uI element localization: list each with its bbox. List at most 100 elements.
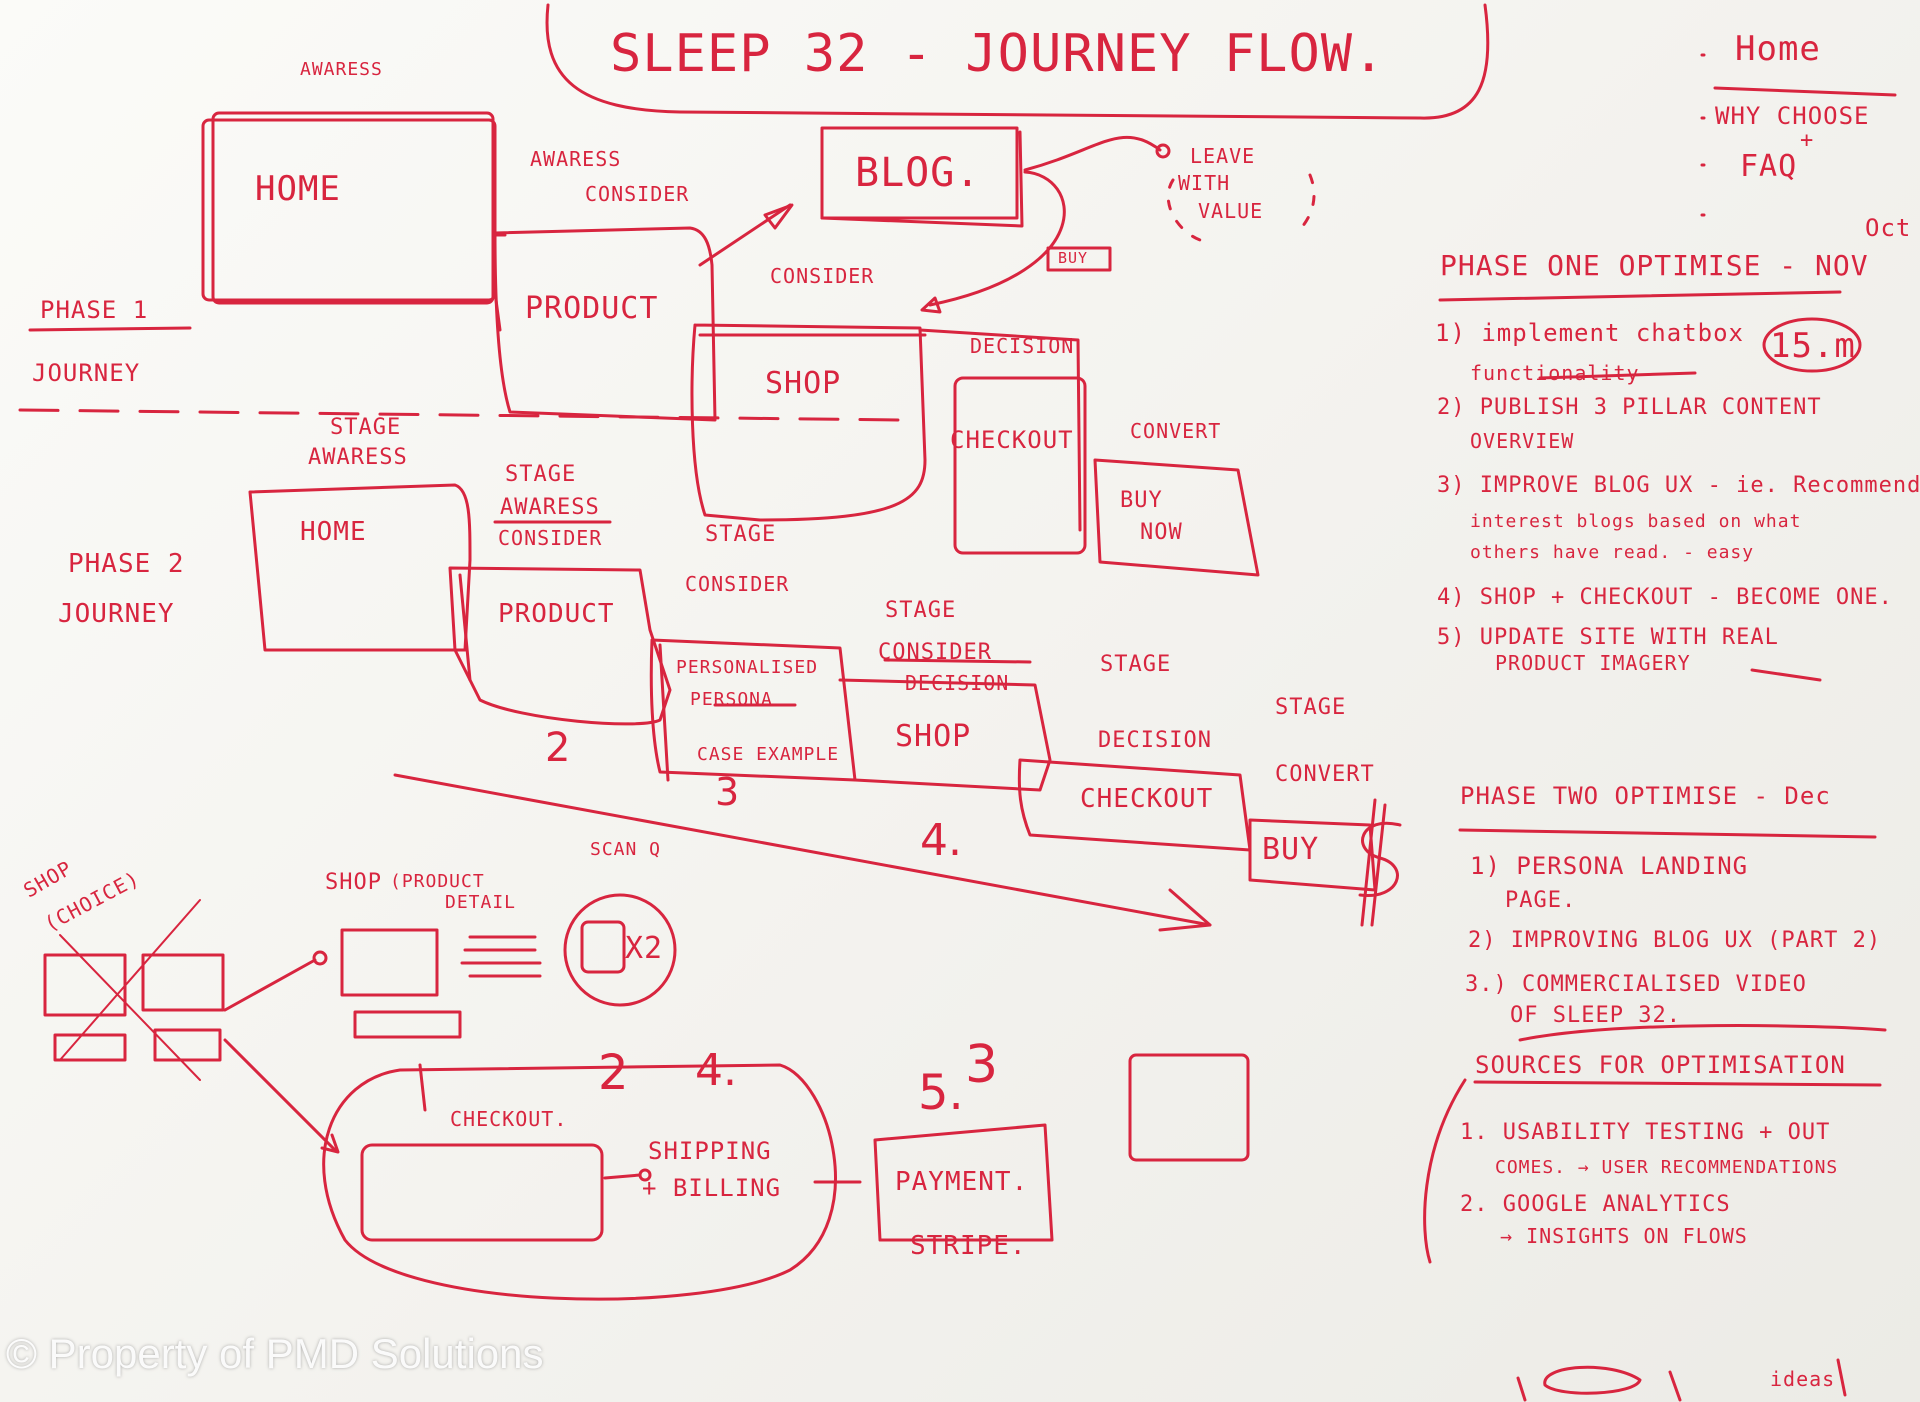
phase-divider [18, 408, 902, 422]
label-decision-1: DECISION [970, 334, 1075, 358]
phase1-underline [28, 326, 192, 332]
label-stage-decision-b: DECISION [1098, 728, 1212, 753]
label-shipping-a: SHIPPING [648, 1137, 772, 1165]
label-step-4: 4. [920, 815, 962, 866]
shop-box-2 [838, 678, 1052, 792]
arrow-blog-shop [928, 170, 1066, 307]
sources-item-1b: COMES. → USER RECOMMENDATIONS [1495, 1157, 1839, 1178]
label-home-2: HOME [300, 517, 367, 547]
detail-card-1 [340, 928, 439, 997]
label-step-2b: 2 [598, 1045, 629, 1101]
arrow-product-blog [698, 203, 792, 267]
sources-underline [1473, 1080, 1882, 1087]
label-shop-detail-b: (PRODUCT [390, 871, 485, 892]
label-shop-2: SHOP [895, 719, 972, 754]
phase-one-item-1a: 1) implement chatbox [1435, 319, 1744, 347]
leave-circle [1155, 143, 1171, 159]
label-phase2-title: PHASE 2 [68, 549, 185, 579]
page-title: SLEEP 32 - JOURNEY FLOW. [610, 24, 1386, 84]
phase-one-item-1b: functionality [1470, 361, 1640, 385]
label-buy-2: BUY [1262, 832, 1320, 867]
label-value: VALUE [1198, 199, 1264, 223]
label-consider-mid: CONSIDER [770, 264, 875, 288]
arrowhead-shop [920, 296, 942, 314]
label-stage-decision-a: STAGE [1100, 652, 1172, 677]
label-stage-consider-b: CONSIDER [685, 572, 790, 596]
phase-one-badge: 15.m [1770, 326, 1856, 366]
phase2-flow-arrow [393, 773, 1212, 927]
label-personalised-a: PERSONALISED [676, 657, 819, 678]
shop-card-1 [43, 953, 127, 1017]
shop-card-3 [53, 1033, 127, 1062]
phase-two-item-1a: 1) PERSONA LANDING [1470, 852, 1749, 880]
arrow-into-checkout [418, 1063, 427, 1112]
home-box-2 [248, 483, 472, 652]
label-stage-aw-cons-c: CONSIDER [498, 526, 603, 550]
sources-item-2a: 2. GOOGLE ANALYTICS [1460, 1192, 1731, 1217]
phase-one-heading: PHASE ONE OPTIMISE - NOV [1440, 249, 1869, 282]
label-step-3b: 3 [965, 1035, 999, 1095]
label-step-3: 3 [715, 770, 740, 814]
qr-circle [563, 893, 677, 1007]
sources-bubble [1423, 1024, 1887, 1264]
label-stage-awareness-a: STAGE [330, 415, 402, 440]
shop-card-2 [141, 953, 225, 1012]
product-box-2-b [458, 573, 472, 682]
label-awareness-consider: AWARESS [530, 147, 622, 171]
label-product-1: PRODUCT [525, 291, 659, 326]
product-box-2 [448, 566, 672, 726]
home-box-1 [211, 111, 495, 305]
label-personalised-b: PERSONA [690, 689, 773, 710]
label-stage-cd-b: CONSIDER [878, 640, 992, 665]
detail-lines [460, 935, 542, 978]
label-scan-note: SCAN Q [590, 839, 662, 860]
label-blog: BLOG. [855, 150, 981, 196]
label-with: WITH [1178, 171, 1231, 195]
detail-dot [312, 950, 328, 966]
label-convert-1: CONVERT [1130, 419, 1222, 443]
phase-one-item-2a: 2) PUBLISH 3 PILLAR CONTENT [1437, 395, 1822, 420]
label-step-5: 5. [918, 1065, 964, 1121]
phase-one-side-note: Oct [1865, 214, 1912, 242]
label-buy-now-1: BUY [1120, 488, 1163, 513]
checkout-box-3 [360, 1143, 604, 1242]
label-step-4b: 4. [695, 1045, 737, 1096]
phase-one-item-3b: interest blogs based on what [1470, 511, 1802, 532]
label-checkout-1: CHECKOUT [950, 426, 1074, 454]
phase-two-item-3b: OF SLEEP 32. [1510, 1003, 1681, 1028]
arrow-choice-detail [223, 958, 317, 1012]
arrow-blog-leave [1023, 135, 1162, 172]
phase-one-item-3a: 3) IMPROVE BLOG UX - ie. Recommend [1437, 473, 1920, 498]
phase2-flow-arrowhead [1158, 888, 1212, 932]
legend-item-faq: FAQ [1740, 149, 1798, 184]
arrowhead-checkout [320, 1133, 340, 1154]
phase-two-heading: PHASE TWO OPTIMISE - Dec [1460, 782, 1831, 810]
watermark: © Property of PMD Solutions [6, 1330, 544, 1377]
label-shop-detail-a: SHOP [325, 870, 382, 895]
leave-bubble [1166, 173, 1316, 242]
payment-box [873, 1123, 1054, 1242]
label-phase1-title: PHASE 1 [40, 296, 149, 324]
label-stage-awareness-b: AWARESS [308, 445, 408, 470]
badge-oval [1762, 317, 1862, 373]
blog-box [820, 126, 1019, 220]
label-personalised-c: CASE EXAMPLE [697, 744, 840, 765]
persona-box [649, 638, 857, 782]
label-stage-convert-a: STAGE [1275, 695, 1347, 720]
label-buy-now-2: NOW [1140, 520, 1183, 545]
home-product-link [491, 233, 507, 332]
title-bubble [545, 3, 1490, 120]
phase1-arrows [1538, 371, 1822, 682]
label-payment-b: STRIPE. [910, 1231, 1027, 1261]
label-phase2-journey: JOURNEY [58, 599, 175, 629]
arrow-checkout-shipping [603, 1173, 642, 1180]
phase-one-item-5b: PRODUCT IMAGERY [1495, 651, 1691, 675]
phase-two-underline [1458, 828, 1877, 839]
shop-box-1 [690, 323, 927, 522]
sources-item-1a: 1. USABILITY TESTING + OUT [1460, 1120, 1831, 1145]
phase-one-item-2b: OVERVIEW [1470, 429, 1575, 453]
phase-one-item-4: 4) SHOP + CHECKOUT - BECOME ONE. [1437, 585, 1893, 610]
dollar-line [1360, 798, 1387, 927]
label-step-2: 2 [545, 725, 571, 771]
